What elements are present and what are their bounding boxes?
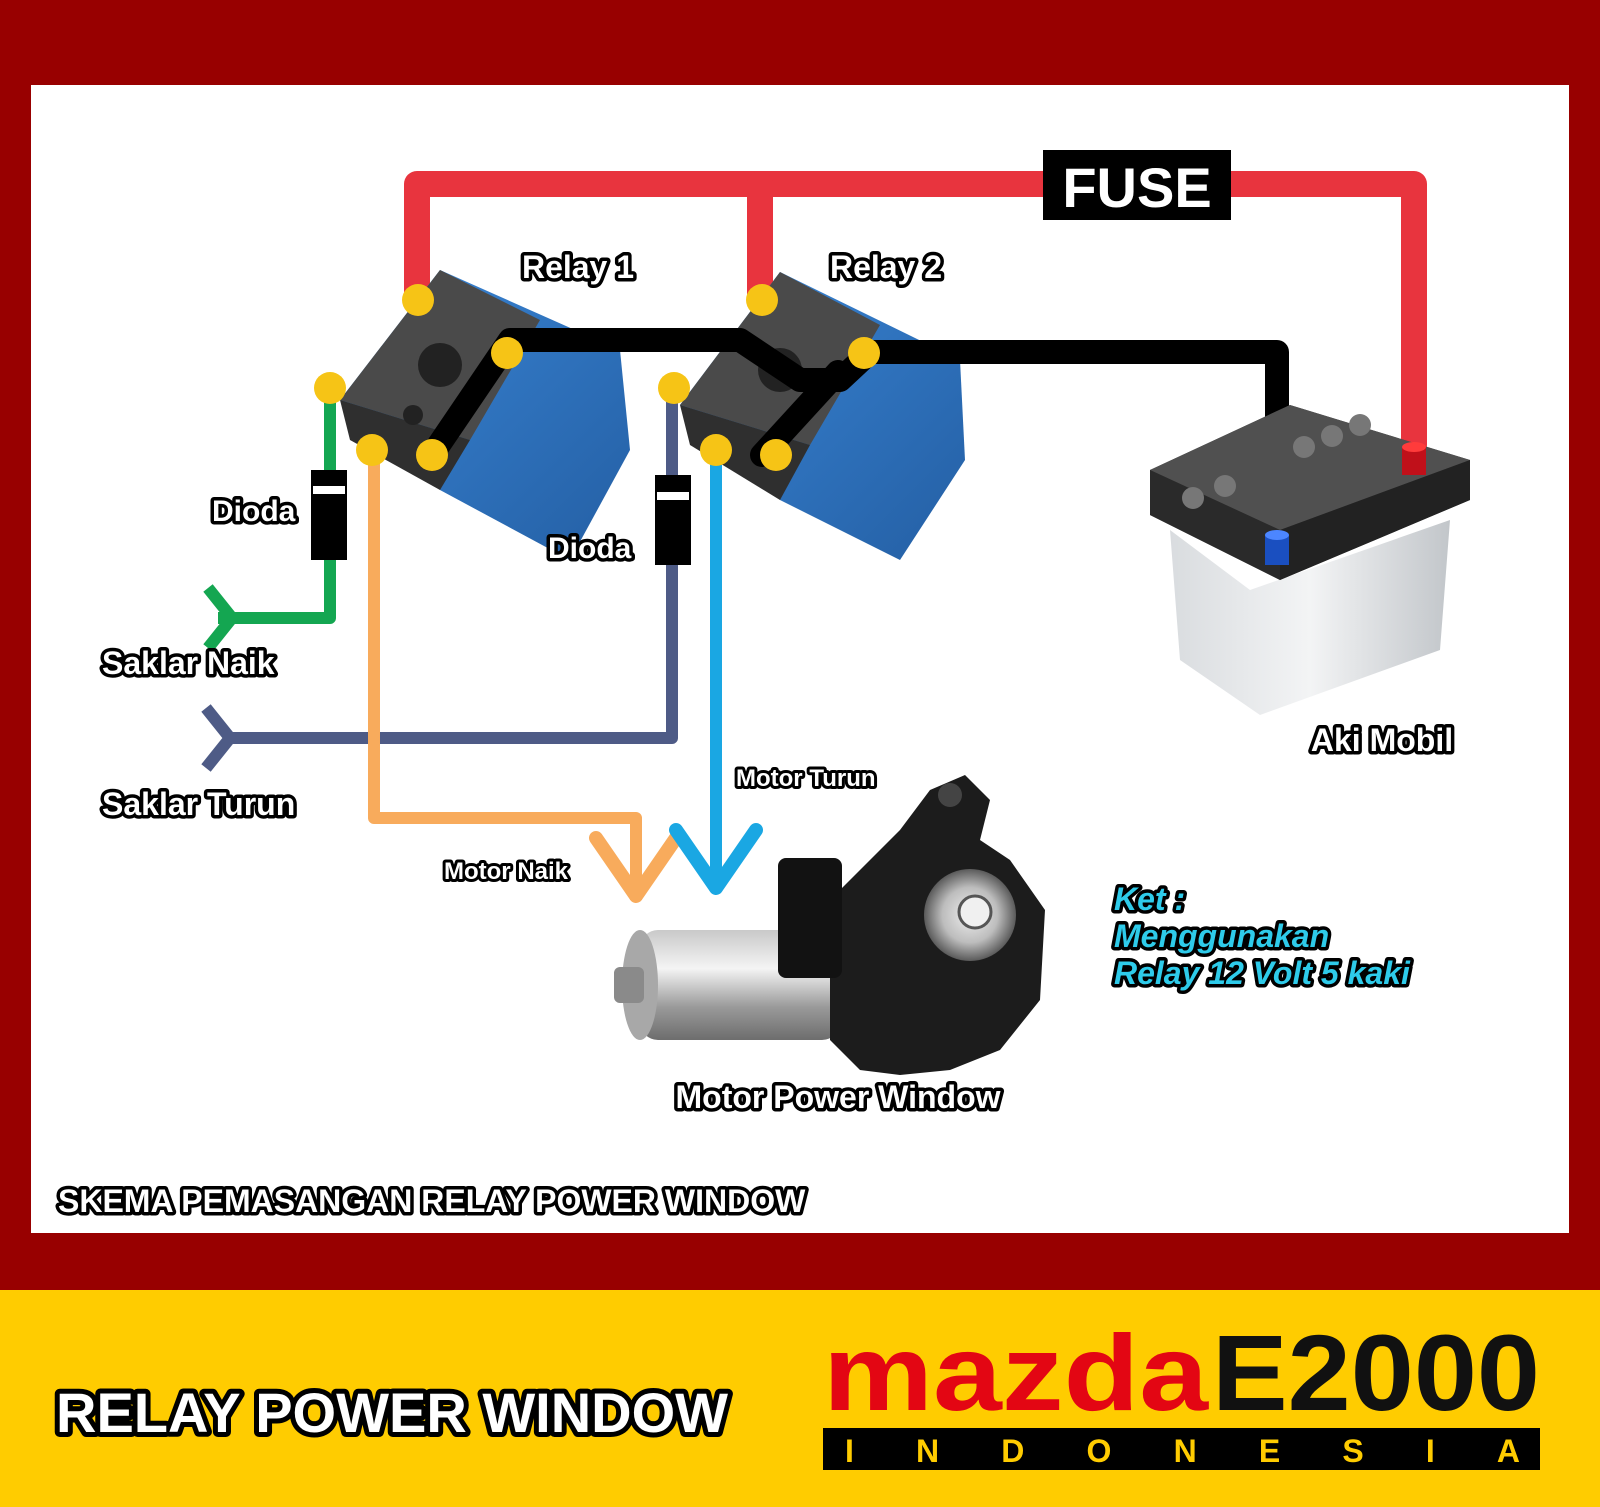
terminal xyxy=(491,337,523,369)
terminal xyxy=(402,284,434,316)
switch-up-wire xyxy=(218,390,336,624)
terminal xyxy=(848,337,880,369)
footer-band xyxy=(0,1290,1600,1507)
logo-model: E2000 xyxy=(1212,1312,1540,1433)
switch-up-label: Saklar Naik xyxy=(102,645,275,681)
switch-down-label: Saklar Turun xyxy=(102,786,295,822)
diode-2 xyxy=(655,475,691,565)
terminal xyxy=(416,439,448,471)
terminal xyxy=(760,439,792,471)
motor-label: Motor Power Window xyxy=(675,1079,1000,1115)
logo-country-bar xyxy=(823,1428,1540,1470)
note: Ket : Menggunakan Relay 12 Volt 5 kaki xyxy=(1111,878,1415,995)
switch-up-connector xyxy=(203,584,238,652)
footer-title: RELAY POWER WINDOW xyxy=(56,1381,728,1444)
power-wire xyxy=(404,171,1427,458)
power-window-motor xyxy=(614,775,1045,1075)
relay-2-label: Relay 2 xyxy=(830,249,942,285)
relay-terminals xyxy=(314,284,880,471)
fuse-box xyxy=(1043,150,1231,220)
fuse-label: FUSE xyxy=(1062,156,1211,219)
switch-down-connector xyxy=(201,704,236,772)
motor-down-arrow xyxy=(669,823,763,895)
note-title: Ket : xyxy=(1114,881,1185,917)
terminal xyxy=(356,434,388,466)
terminal xyxy=(314,372,346,404)
relay-1-label: Relay 1 xyxy=(522,249,634,285)
fuse: FUSE xyxy=(1043,150,1231,220)
motor-up-arrow xyxy=(589,831,683,903)
diode-1-label: Dioda xyxy=(212,495,296,528)
diagram-caption: SKEMA PEMASANGAN RELAY POWER WINDOW xyxy=(58,1183,806,1219)
logo-brand: mazda xyxy=(823,1312,1209,1433)
mazda-e2000-logo: mazda E2000 INDONESIA xyxy=(823,1312,1540,1470)
terminal xyxy=(746,284,778,316)
terminal xyxy=(700,434,732,466)
car-battery xyxy=(1150,405,1470,715)
diode-2-label: Dioda xyxy=(548,532,632,565)
motor-up-wire xyxy=(368,450,642,900)
note-line-2: Menggunakan xyxy=(1114,918,1329,954)
terminal xyxy=(658,372,690,404)
battery-label: Aki Mobil xyxy=(1311,722,1453,758)
note-line-3: Relay 12 Volt 5 kaki xyxy=(1114,955,1411,991)
motor-down-label: Motor Turun xyxy=(736,765,876,792)
diode-1 xyxy=(311,470,347,560)
motor-up-label: Motor Naik xyxy=(444,858,569,885)
